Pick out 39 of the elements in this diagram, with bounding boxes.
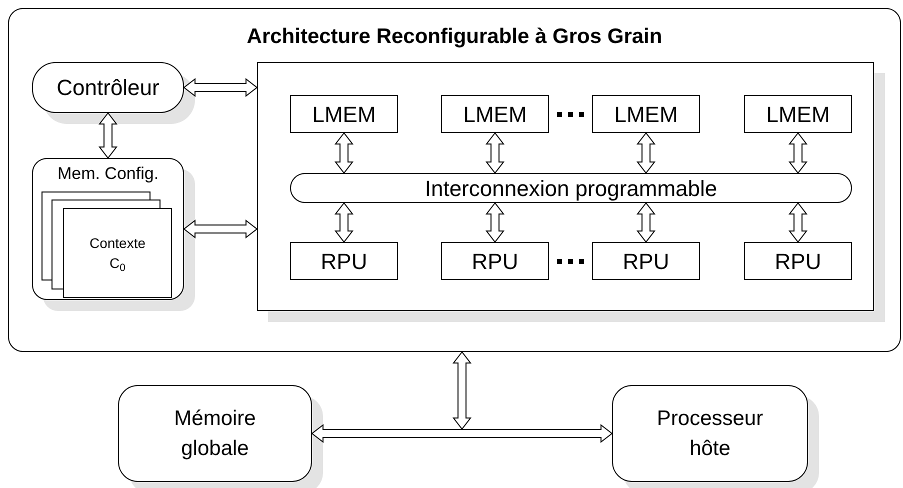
context-page (63, 208, 172, 298)
double-arrow (636, 132, 656, 174)
node-label: Mem. Config. (57, 163, 159, 185)
node-label: RPU (472, 248, 518, 276)
node-label: Contrôleur (56, 74, 160, 102)
node-label: RPU (774, 248, 822, 276)
double-arrow (636, 202, 656, 243)
node-label: LMEM (766, 100, 830, 128)
node-label: LMEM (312, 100, 376, 128)
double-arrow (98, 112, 118, 159)
memory-box (592, 95, 700, 133)
double-arrow (311, 424, 613, 444)
processing-unit-box (744, 242, 852, 280)
processing-unit-box (441, 242, 549, 280)
memory-box (290, 95, 398, 133)
double-arrow (334, 132, 354, 174)
double-arrow (788, 132, 808, 174)
double-arrow (485, 202, 505, 243)
node-label: Interconnexion programmable (424, 174, 718, 203)
double-arrow (183, 219, 258, 239)
double-arrow (334, 202, 354, 243)
outer-panel (8, 8, 901, 352)
processing-unit-box (592, 242, 700, 280)
node-label: Mémoire globale (173, 406, 257, 462)
memory-box (441, 95, 549, 133)
double-arrow (788, 202, 808, 243)
processing-unit-box (290, 242, 398, 280)
double-arrow (183, 78, 258, 98)
node-label: Contexte C$_{0}$ (88, 234, 147, 273)
node-label: LMEM (614, 100, 678, 128)
node-label: Processeur hôte (656, 406, 764, 462)
interconnect-bar (290, 173, 852, 203)
double-arrow (452, 351, 472, 430)
node-label: LMEM (463, 100, 527, 128)
node-label: RPU (320, 248, 368, 276)
panel-heading: Architecture Reconfigurable à Gros Grain (246, 24, 662, 50)
memory-box (744, 95, 852, 133)
node-label: RPU (622, 248, 670, 276)
double-arrow (485, 132, 505, 174)
